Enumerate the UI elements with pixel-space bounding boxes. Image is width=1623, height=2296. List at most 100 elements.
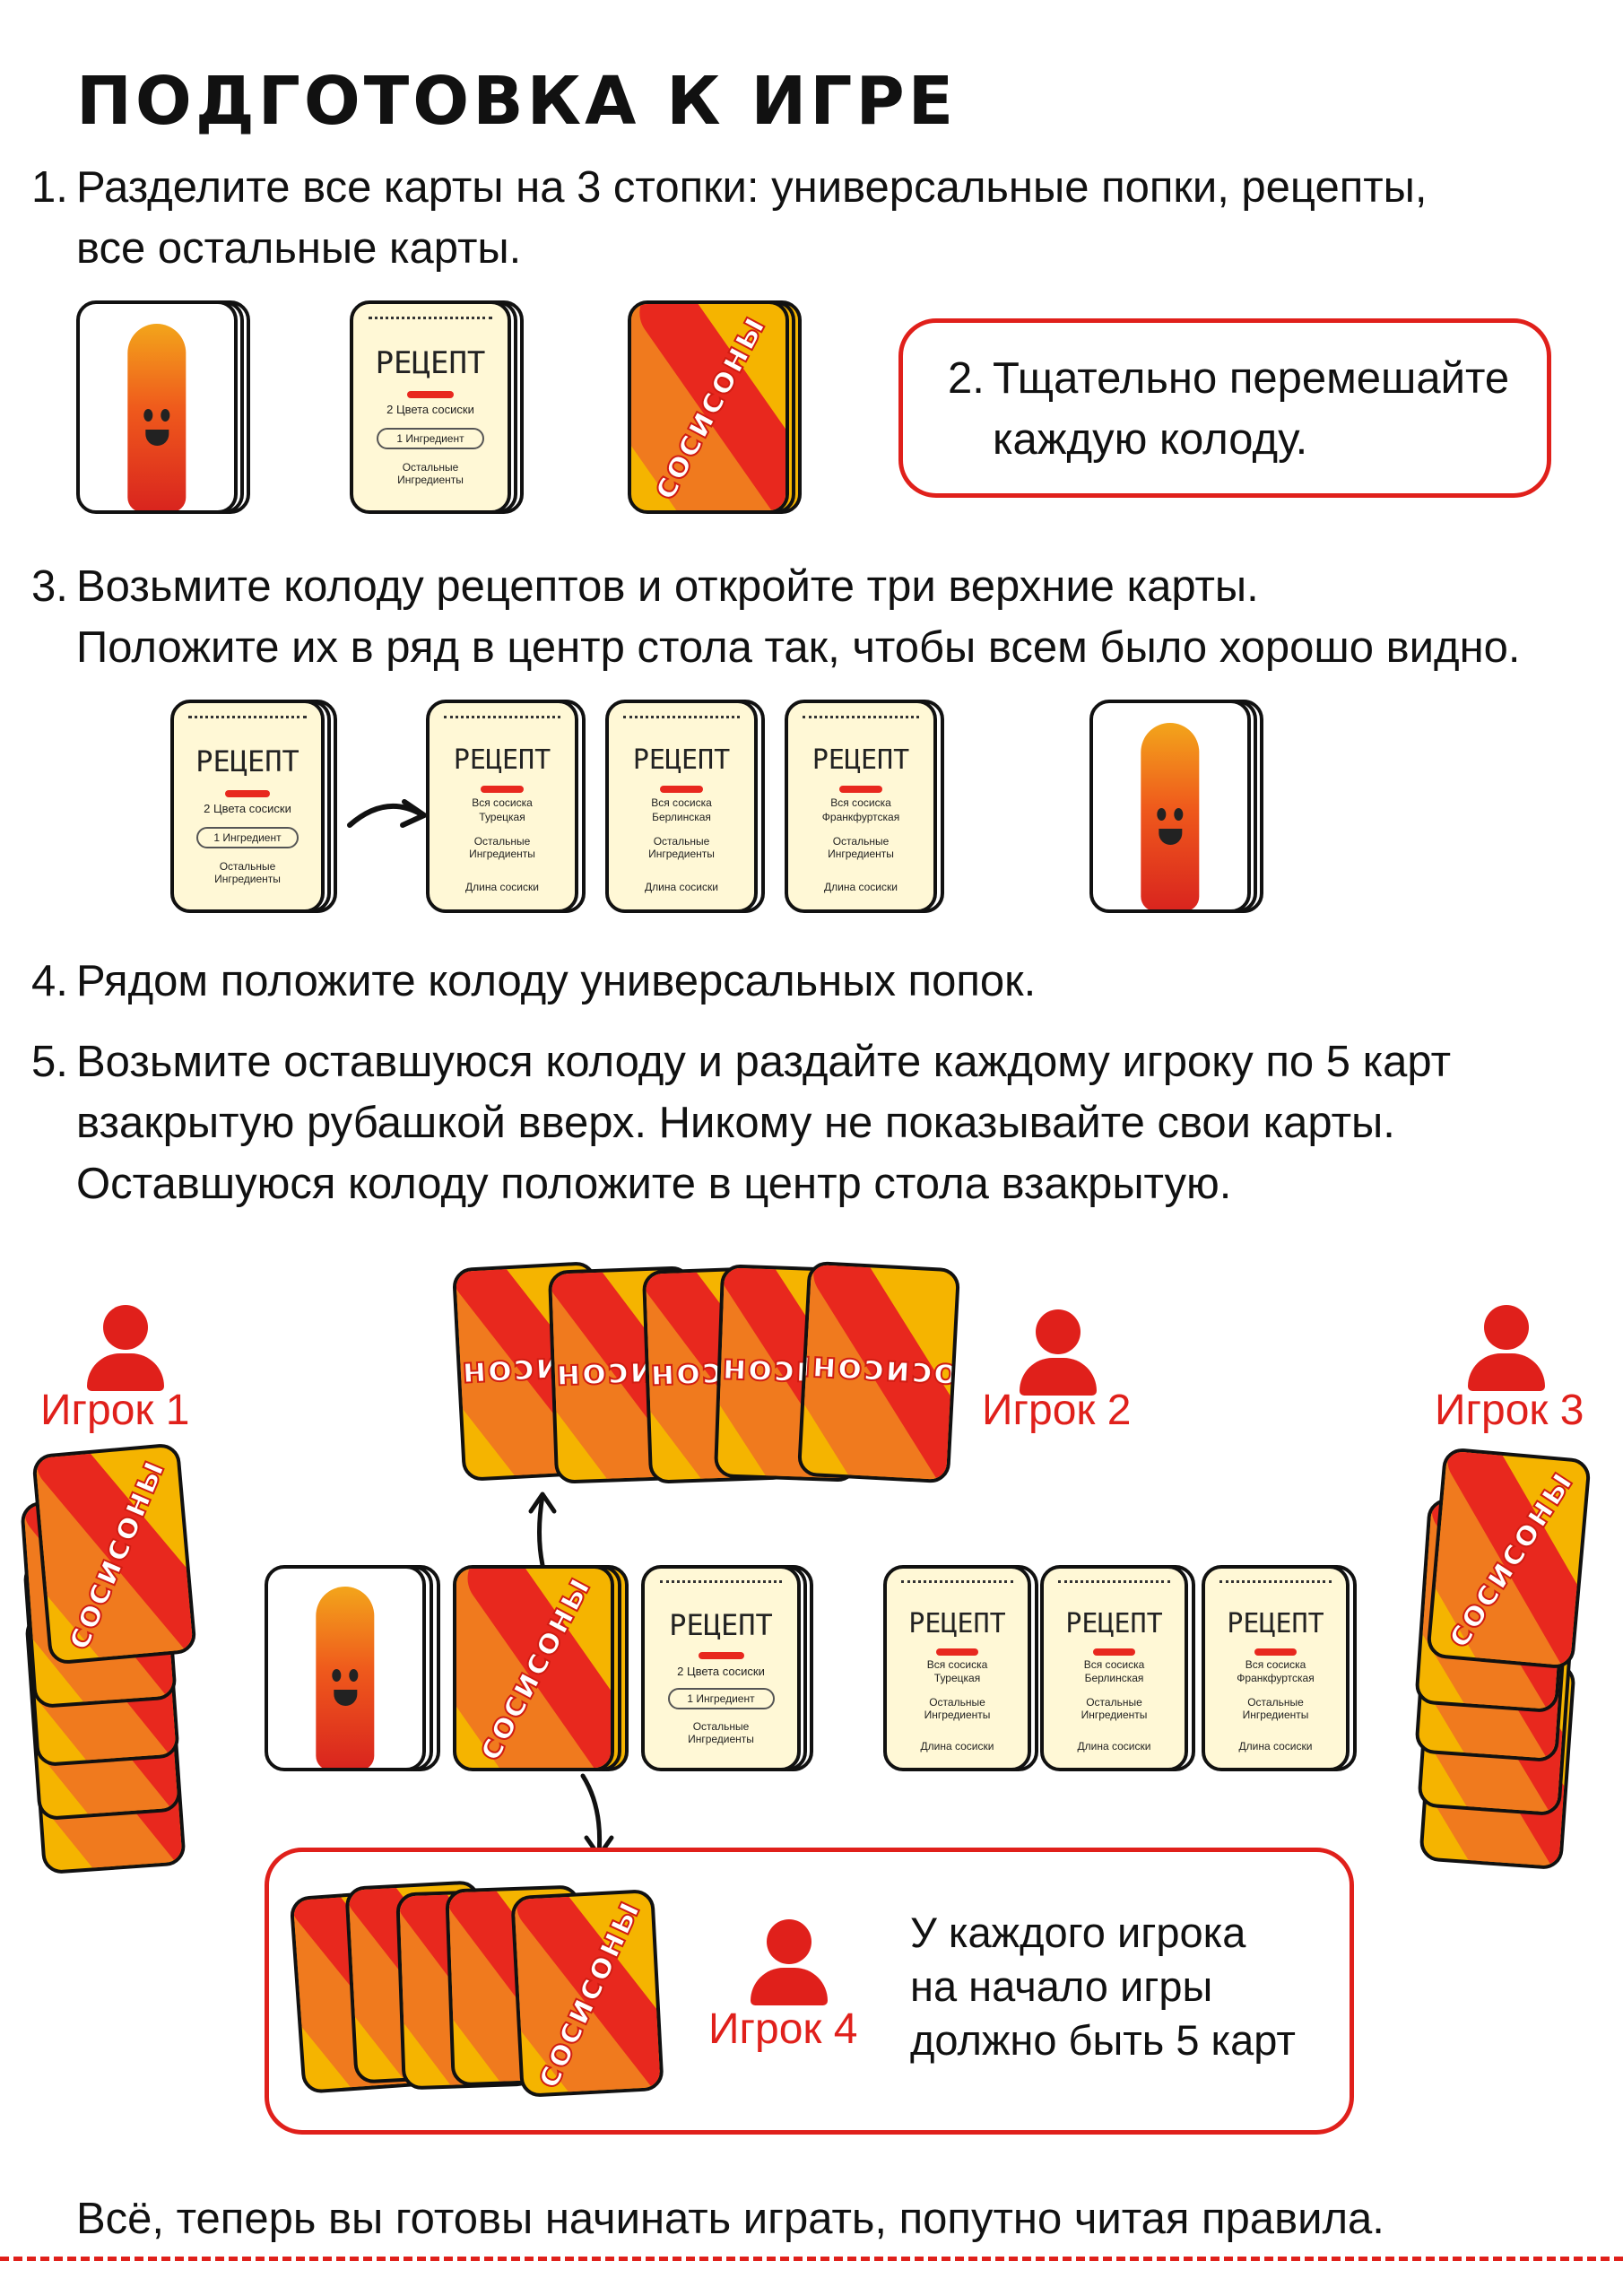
step-4-line-1: Рядом положите колоду универсальных попо…: [76, 957, 1037, 1005]
recipe-other-ingredients: Остальные Ингредиенты: [688, 1719, 754, 1745]
step-5: 5. Возьмите оставшуюся колоду и раздайте…: [31, 1031, 1592, 1214]
sausage-type: Франкфуртская: [821, 810, 900, 823]
sausage-length: Длина сосиски: [824, 880, 898, 893]
open-recipe-2: РЕЦЕПТ Вся сосиска Берлинская Остальные …: [605, 700, 767, 915]
recipe-card-berlin: РЕЦЕПТ Вся сосиска Берлинская Остальные …: [605, 700, 758, 913]
recipe-card-frankfurt: РЕЦЕПТ Вся сосиска Франкфуртская Остальн…: [785, 700, 937, 913]
open-recipe-1: РЕЦЕПТ Вся сосиска Турецкая Остальные Ин…: [426, 700, 587, 915]
page-title: ПОДГОТОВКА К ИГРЕ: [76, 63, 958, 140]
recipe-two-colors: 2 Цвета сосиски: [386, 403, 474, 417]
note-line-3: должно быть 5 карт: [910, 2016, 1296, 2064]
sausage-type: Турецкая: [933, 1672, 981, 1685]
sosisony-card: сосисоны: [453, 1565, 614, 1771]
dashed-divider: [0, 2257, 1623, 2261]
step-4-number: 4.: [31, 957, 68, 1005]
recipe-title: РЕЦЕПТ: [1065, 1608, 1163, 1640]
note-line-2: на начало игры: [910, 1962, 1213, 2010]
step-5-line-3: Оставшуюся колоду положите в центр стола…: [76, 1160, 1232, 1208]
recipe-card: РЕЦЕПТ 2 Цвета сосиски 1 Ингредиент Оста…: [170, 700, 325, 913]
note-line-1: У каждого игрока: [910, 1909, 1246, 1956]
recipe-two-colors: 2 Цвета сосиски: [677, 1664, 765, 1678]
sosisony-card: сосисоны: [628, 300, 789, 514]
sausage-type: Берлинская: [652, 810, 711, 823]
recipe-card-berlin: РЕЦЕПТ Вся сосиска Берлинская Остальные …: [1040, 1565, 1188, 1771]
universal-card: [76, 300, 238, 514]
sausage-length: Длина сосиски: [645, 880, 718, 893]
recipe-card: РЕЦЕПТ 2 Цвета сосиски 1 Ингредиент Оста…: [350, 300, 511, 514]
player-4-icon: [744, 1919, 834, 2009]
sausage-length: Длина сосиски: [1077, 1739, 1151, 1752]
recipe-other-ingredients: Остальные Ингредиенты: [648, 835, 715, 861]
sausage-illustration: [127, 324, 187, 510]
recipe-other-ingredients: Остальные Ингредиенты: [1242, 1696, 1309, 1722]
whole-sausage: Вся сосиска: [926, 1657, 988, 1671]
sausage-type: Турецкая: [479, 810, 525, 823]
open-recipe-4: РЕЦЕПТ Вся сосиска Турецкая Остальные Ин…: [883, 1565, 1040, 1776]
recipe-card-turkish: РЕЦЕПТ Вся сосиска Турецкая Остальные Ин…: [883, 1565, 1031, 1771]
player-3-hand: сосисоны: [1414, 1447, 1605, 1874]
recipe-two-colors: 2 Цвета сосиски: [204, 802, 291, 816]
player-2-hand: сосисоны сосисоны сосисоны сосисоны соси…: [451, 1260, 968, 1489]
recipe-title: РЕЦЕПТ: [1227, 1608, 1324, 1640]
recipe-card: РЕЦЕПТ 2 Цвета сосиски 1 Ингредиент Оста…: [641, 1565, 801, 1771]
universal-pile-3: [265, 1565, 444, 1776]
recipe-deck-2: РЕЦЕПТ 2 Цвета сосиски 1 Ингредиент Оста…: [641, 1565, 816, 1776]
recipe-title: РЕЦЕПТ: [669, 1608, 773, 1643]
recipe-one-ingredient: 1 Ингредиент: [667, 1688, 775, 1710]
draw-deck: сосисоны: [453, 1565, 632, 1776]
recipe-pile-1: РЕЦЕПТ 2 Цвета сосиски 1 Ингредиент Оста…: [350, 300, 525, 516]
universal-pile-1: [76, 300, 251, 516]
recipe-title: РЕЦЕПТ: [453, 744, 551, 776]
recipe-other-ingredients: Остальные Ингредиенты: [397, 460, 464, 486]
recipe-title: РЕЦЕПТ: [812, 744, 910, 776]
step-3-line-2: Положите их в ряд в центр стола так, что…: [76, 623, 1521, 672]
step-3-number: 3.: [31, 562, 68, 611]
whole-sausage: Вся сосиска: [1083, 1657, 1145, 1671]
open-recipe-3: РЕЦЕПТ Вся сосиска Франкфуртская Остальн…: [785, 700, 946, 915]
step-2-line-2: каждую колоду.: [993, 415, 1308, 464]
recipe-one-ingredient: 1 Ингредиент: [195, 827, 299, 848]
universal-card: [1089, 700, 1251, 913]
recipe-other-ingredients: Остальные Ингредиенты: [214, 859, 281, 885]
player-3-label: Игрок 3: [1435, 1387, 1584, 1434]
sausage-type: Франкфуртская: [1237, 1672, 1315, 1685]
sausage-length: Длина сосиски: [1238, 1739, 1313, 1752]
player-4-label: Игрок 4: [708, 2005, 858, 2053]
recipe-title: РЕЦЕПТ: [195, 744, 299, 778]
open-recipe-6: РЕЦЕПТ Вся сосиска Франкфуртская Остальн…: [1202, 1565, 1358, 1776]
player-4-hand: сосисоны: [289, 1880, 673, 2108]
sausage-type: Берлинская: [1084, 1672, 1144, 1685]
sausage-length: Длина сосиски: [465, 880, 539, 893]
step-2-box: 2. Тщательно перемешайте каждую колоду.: [898, 318, 1551, 498]
step-5-line-1: Возьмите оставшуюся колоду и раздайте ка…: [76, 1038, 1452, 1086]
recipe-other-ingredients: Остальные Ингредиенты: [469, 835, 535, 861]
recipe-deck: РЕЦЕПТ 2 Цвета сосиски 1 Ингредиент Оста…: [170, 700, 341, 915]
player-1-hand: сосисоны: [20, 1442, 202, 1879]
step-1-number: 1.: [31, 163, 68, 212]
player-1-label: Игрок 1: [40, 1387, 190, 1434]
whole-sausage: Вся сосиска: [1245, 1657, 1306, 1671]
arrow-up-icon: [528, 1492, 557, 1568]
step-1-line-1: Разделите все карты на 3 стопки: универс…: [76, 163, 1428, 212]
step-4: 4. Рядом положите колоду универсальных п…: [31, 951, 1556, 1012]
whole-sausage: Вся сосиска: [830, 796, 891, 809]
player-3-icon: [1462, 1305, 1551, 1395]
player-1-icon: [81, 1305, 170, 1395]
step-1: 1. Разделите все карты на 3 стопки: унив…: [31, 157, 1556, 279]
sausage-length: Длина сосиски: [920, 1739, 994, 1752]
step-1-line-2: все остальные карты.: [76, 224, 522, 273]
sausage-illustration: [1141, 723, 1200, 909]
step-2-line-1: Тщательно перемешайте: [993, 354, 1510, 403]
step-3-line-1: Возьмите колоду рецептов и откройте три …: [76, 562, 1259, 611]
recipe-title: РЕЦЕПТ: [632, 744, 731, 776]
recipe-card-turkish: РЕЦЕПТ Вся сосиска Турецкая Остальные Ин…: [426, 700, 578, 913]
universal-pile-2: [1089, 700, 1264, 915]
recipe-other-ingredients: Остальные Ингредиенты: [924, 1696, 991, 1722]
step-5-number: 5.: [31, 1038, 68, 1086]
whole-sausage: Вся сосиска: [472, 796, 533, 809]
footer-text: Всё, теперь вы готовы начинать играть, п…: [76, 2195, 1384, 2243]
step-2-number: 2.: [948, 354, 985, 403]
recipe-card-frankfurt: РЕЦЕПТ Вся сосиска Франкфуртская Остальн…: [1202, 1565, 1350, 1771]
recipe-one-ingredient: 1 Ингредиент: [376, 428, 485, 449]
step-3: 3. Возьмите колоду рецептов и откройте т…: [31, 556, 1592, 678]
